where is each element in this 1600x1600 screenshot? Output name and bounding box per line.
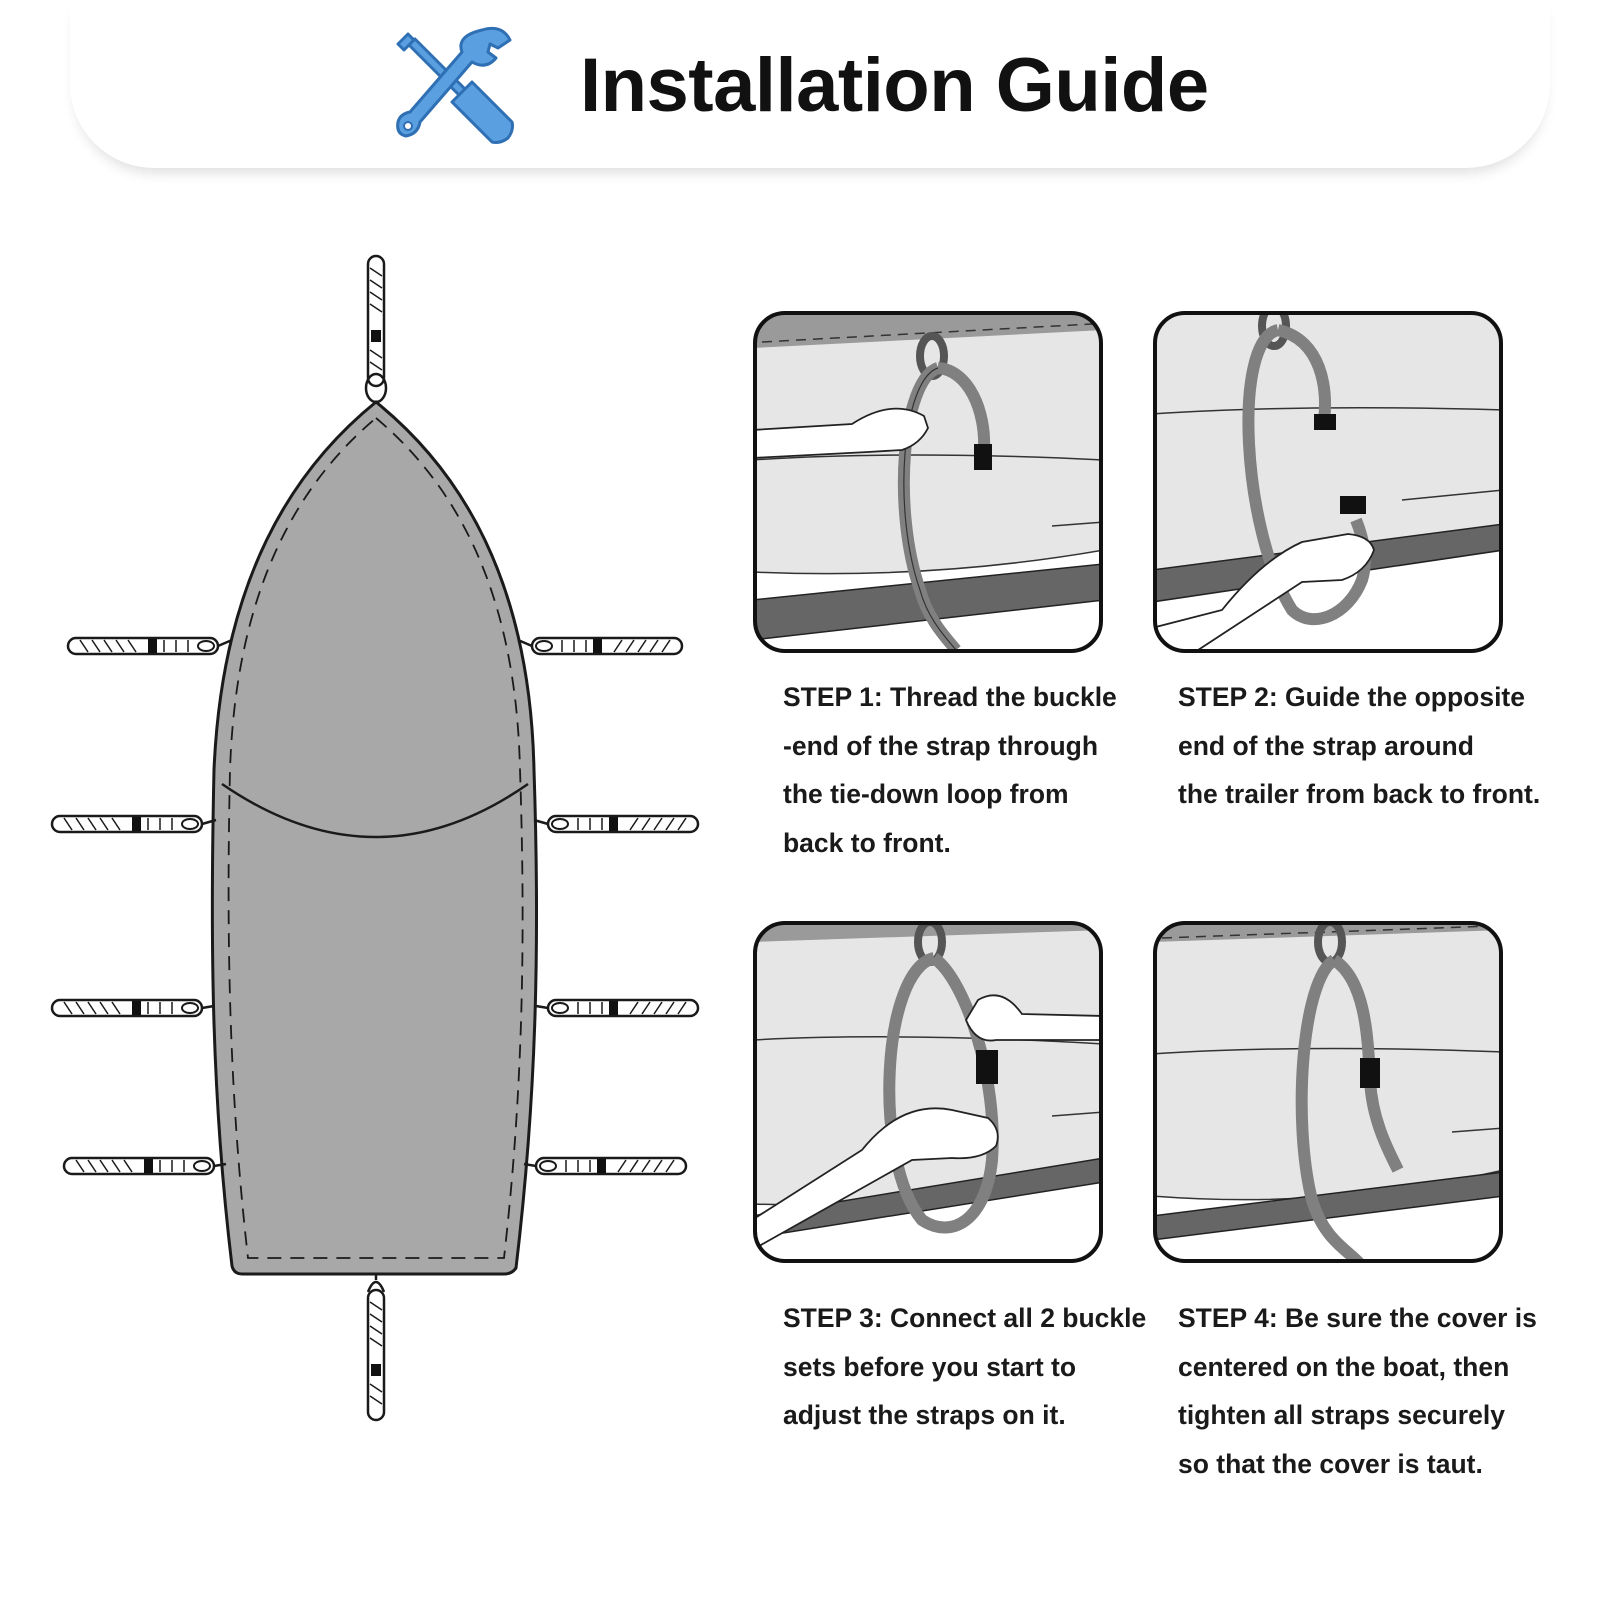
step-4-line: tighten all straps securely: [1178, 1400, 1505, 1430]
step-4-illustration: [1153, 921, 1503, 1263]
step-2-illustration: [1153, 311, 1503, 653]
wrench-screwdriver-icon: [396, 26, 514, 144]
step-4-line: so that the cover is taut.: [1178, 1448, 1483, 1479]
step-3-line: STEP 3: Connect all 2 buckle: [783, 1303, 1147, 1333]
step-3-line: sets before you start to: [783, 1351, 1077, 1382]
step-2-line: end of the strap around: [1178, 730, 1474, 761]
step-4-line: centered on the boat, then: [1178, 1351, 1510, 1382]
step-4-text: STEP 4: Be sure the cover is centered on…: [1178, 1294, 1548, 1488]
page-title: Installation Guide: [580, 43, 1209, 128]
step-1-line: STEP 1: Thread the buckle: [783, 682, 1117, 712]
step-1-line: back to front.: [783, 827, 951, 858]
step-1-line: -end of the strap through: [783, 730, 1099, 761]
step-3-line: adjust the straps on it.: [783, 1400, 1066, 1430]
boat-cover-diagram: [50, 254, 700, 1422]
step-2-line: the trailer from back to front.: [1178, 779, 1541, 809]
step-1-text: STEP 1: Thread the buckle -end of the st…: [783, 673, 1153, 867]
side-straps-right: [517, 636, 700, 1176]
step-1-line: the tie-down loop from: [783, 779, 1069, 809]
side-straps-left: [50, 636, 233, 1176]
step-3-text: STEP 3: Connect all 2 buckle sets before…: [783, 1294, 1153, 1440]
step-3-illustration: [753, 921, 1103, 1263]
step-2-line: STEP 2: Guide the opposite: [1178, 682, 1525, 712]
step-4-line: STEP 4: Be sure the cover is: [1178, 1303, 1537, 1333]
step-1-illustration: [753, 311, 1103, 653]
step-2-text: STEP 2: Guide the opposite end of the st…: [1178, 673, 1548, 819]
bow-strap: [366, 254, 386, 388]
header-banner: [70, 0, 1550, 168]
stern-strap: [366, 1288, 386, 1422]
